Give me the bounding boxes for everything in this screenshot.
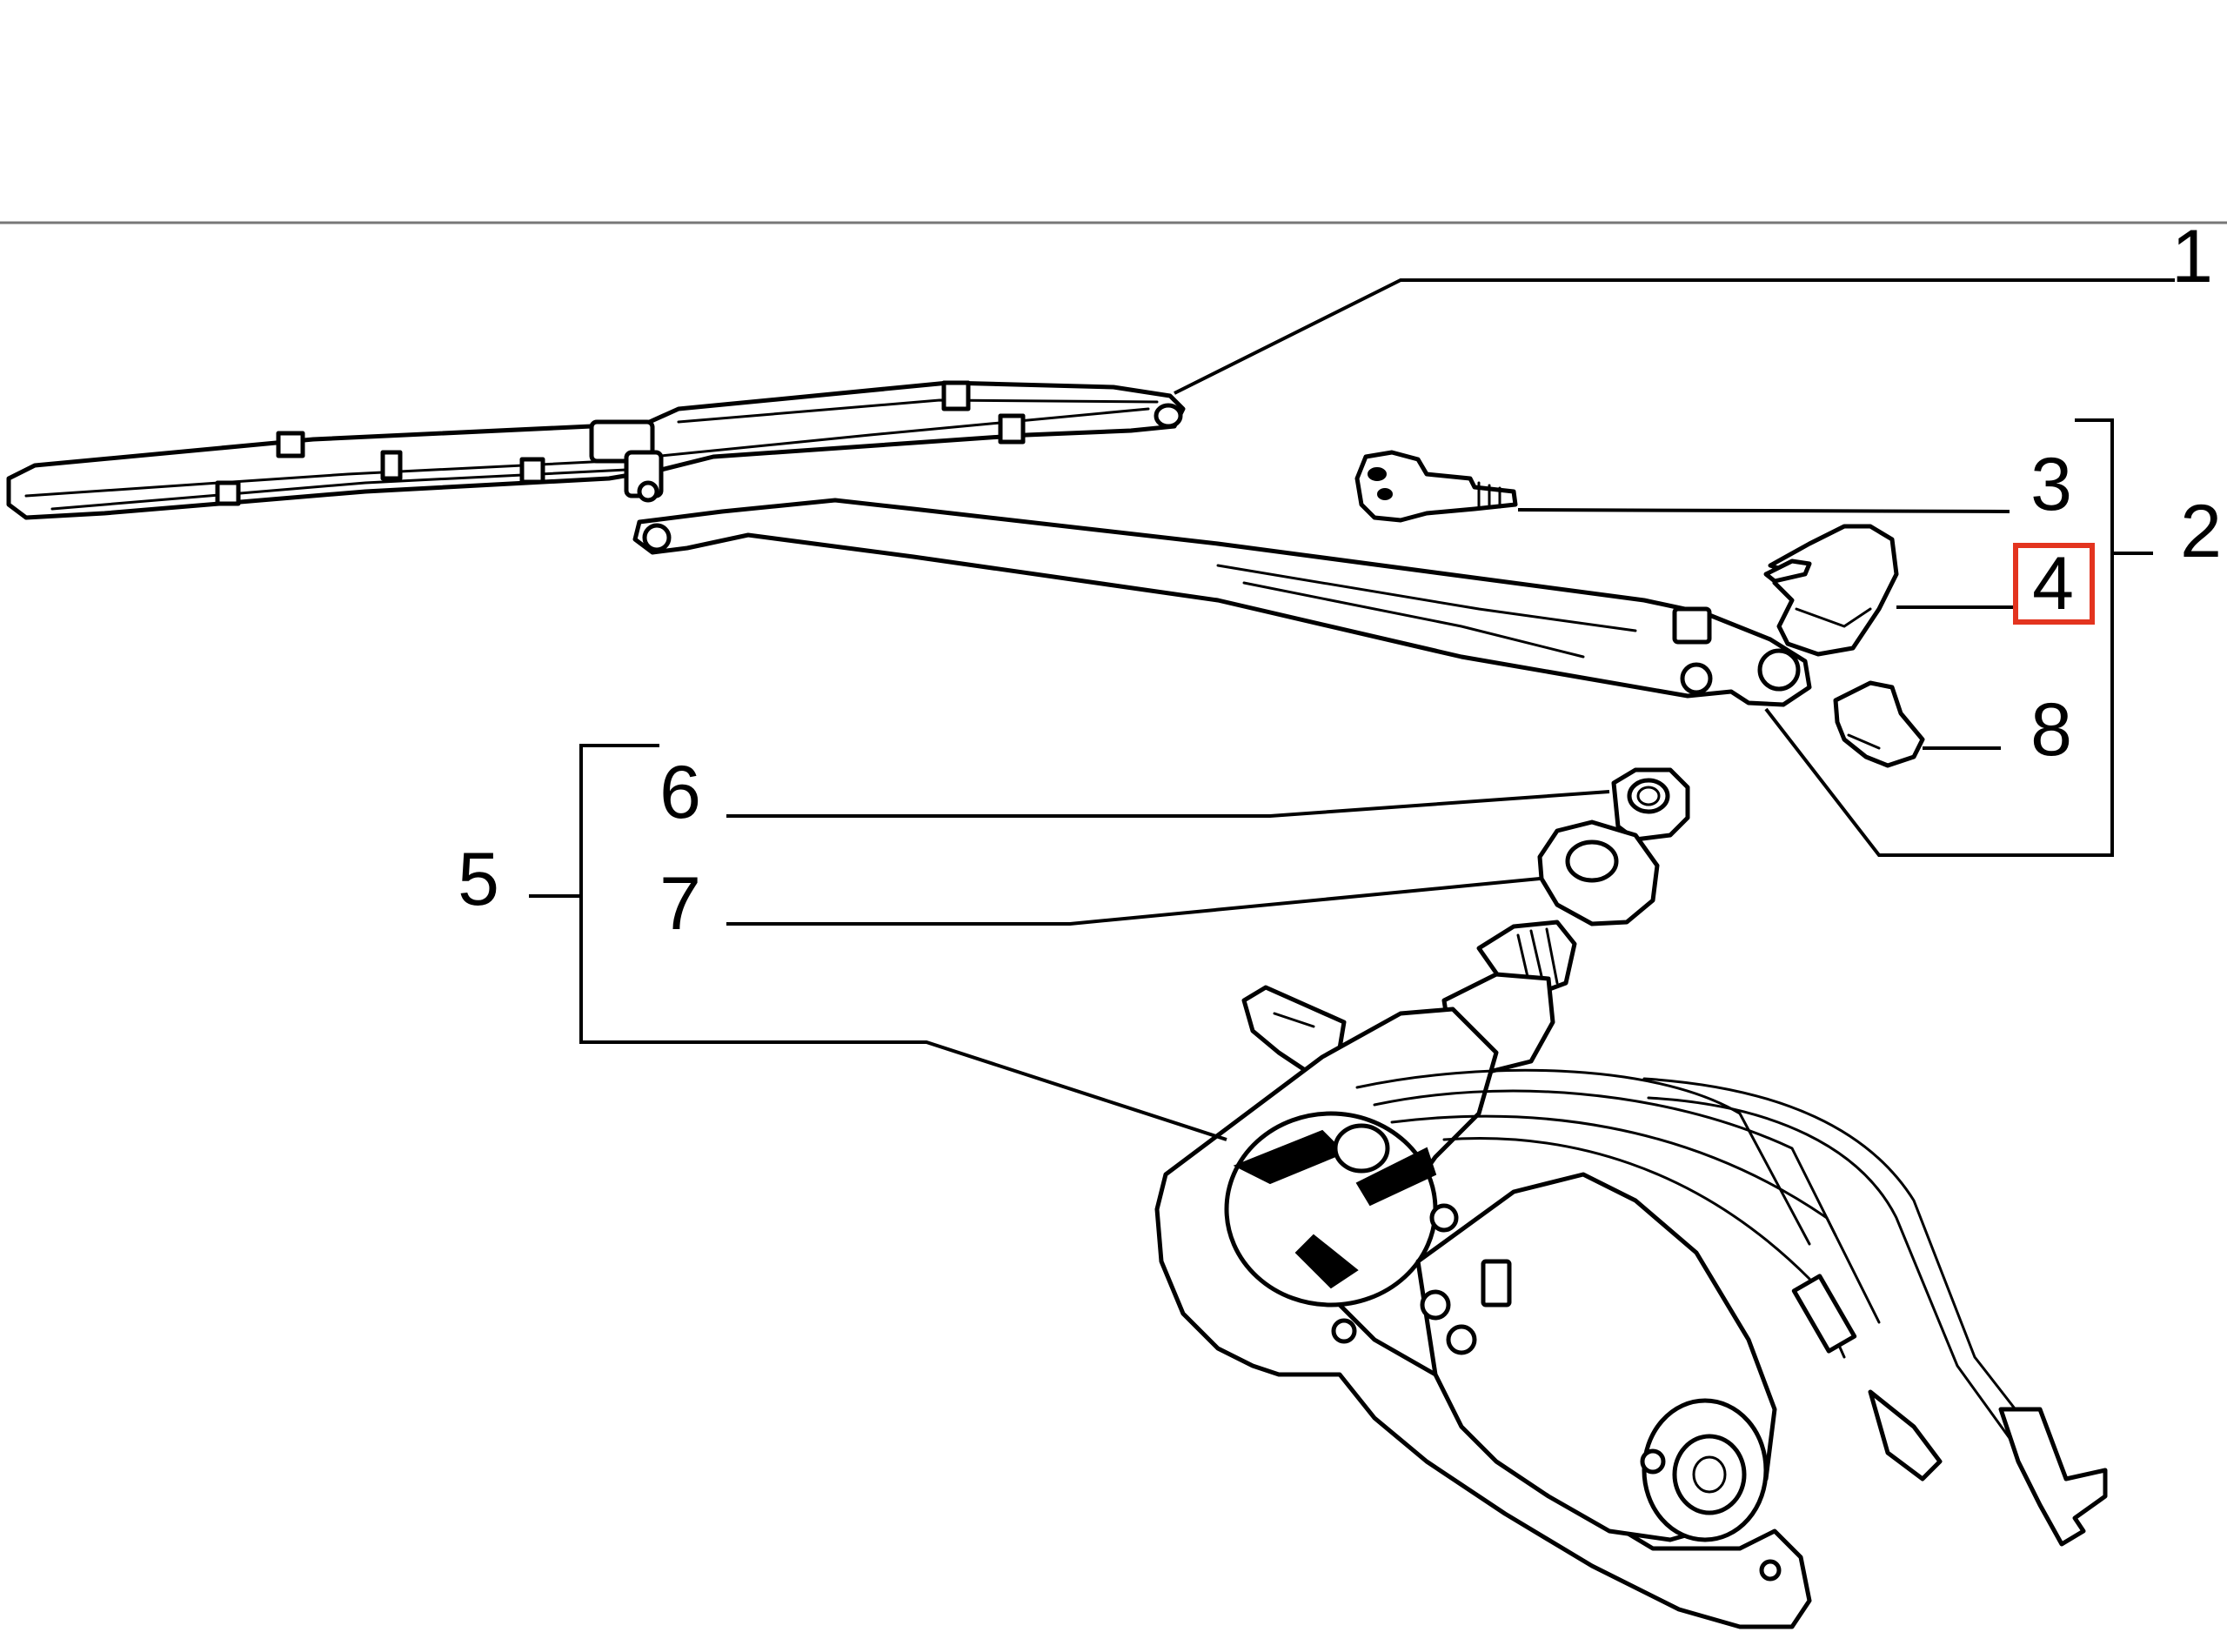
callout-7[interactable]: 7 — [659, 862, 701, 946]
nozzle-part-3 — [1354, 450, 1518, 523]
cap-part-4 — [1763, 524, 1899, 657]
wiper-motor-part-5 — [1154, 920, 2108, 1629]
callout-4[interactable]: 4 — [2032, 542, 2074, 625]
callout-4-highlight — [2013, 543, 2095, 625]
leader-lines — [529, 278, 2175, 1141]
wiper-arm-part-2 — [632, 498, 1812, 707]
callout-1[interactable]: 1 — [2171, 215, 2213, 298]
cover-part-8 — [1833, 680, 1925, 768]
nut-part-6 — [1611, 767, 1690, 842]
wiper-blade-part-1 — [6, 380, 1186, 520]
callout-5[interactable]: 5 — [458, 838, 499, 921]
callout-8[interactable]: 8 — [2030, 688, 2072, 772]
callout-3[interactable]: 3 — [2030, 443, 2072, 526]
callout-2[interactable]: 2 — [2180, 490, 2222, 573]
washer-part-7 — [1537, 819, 1660, 926]
callout-6[interactable]: 6 — [659, 751, 701, 834]
